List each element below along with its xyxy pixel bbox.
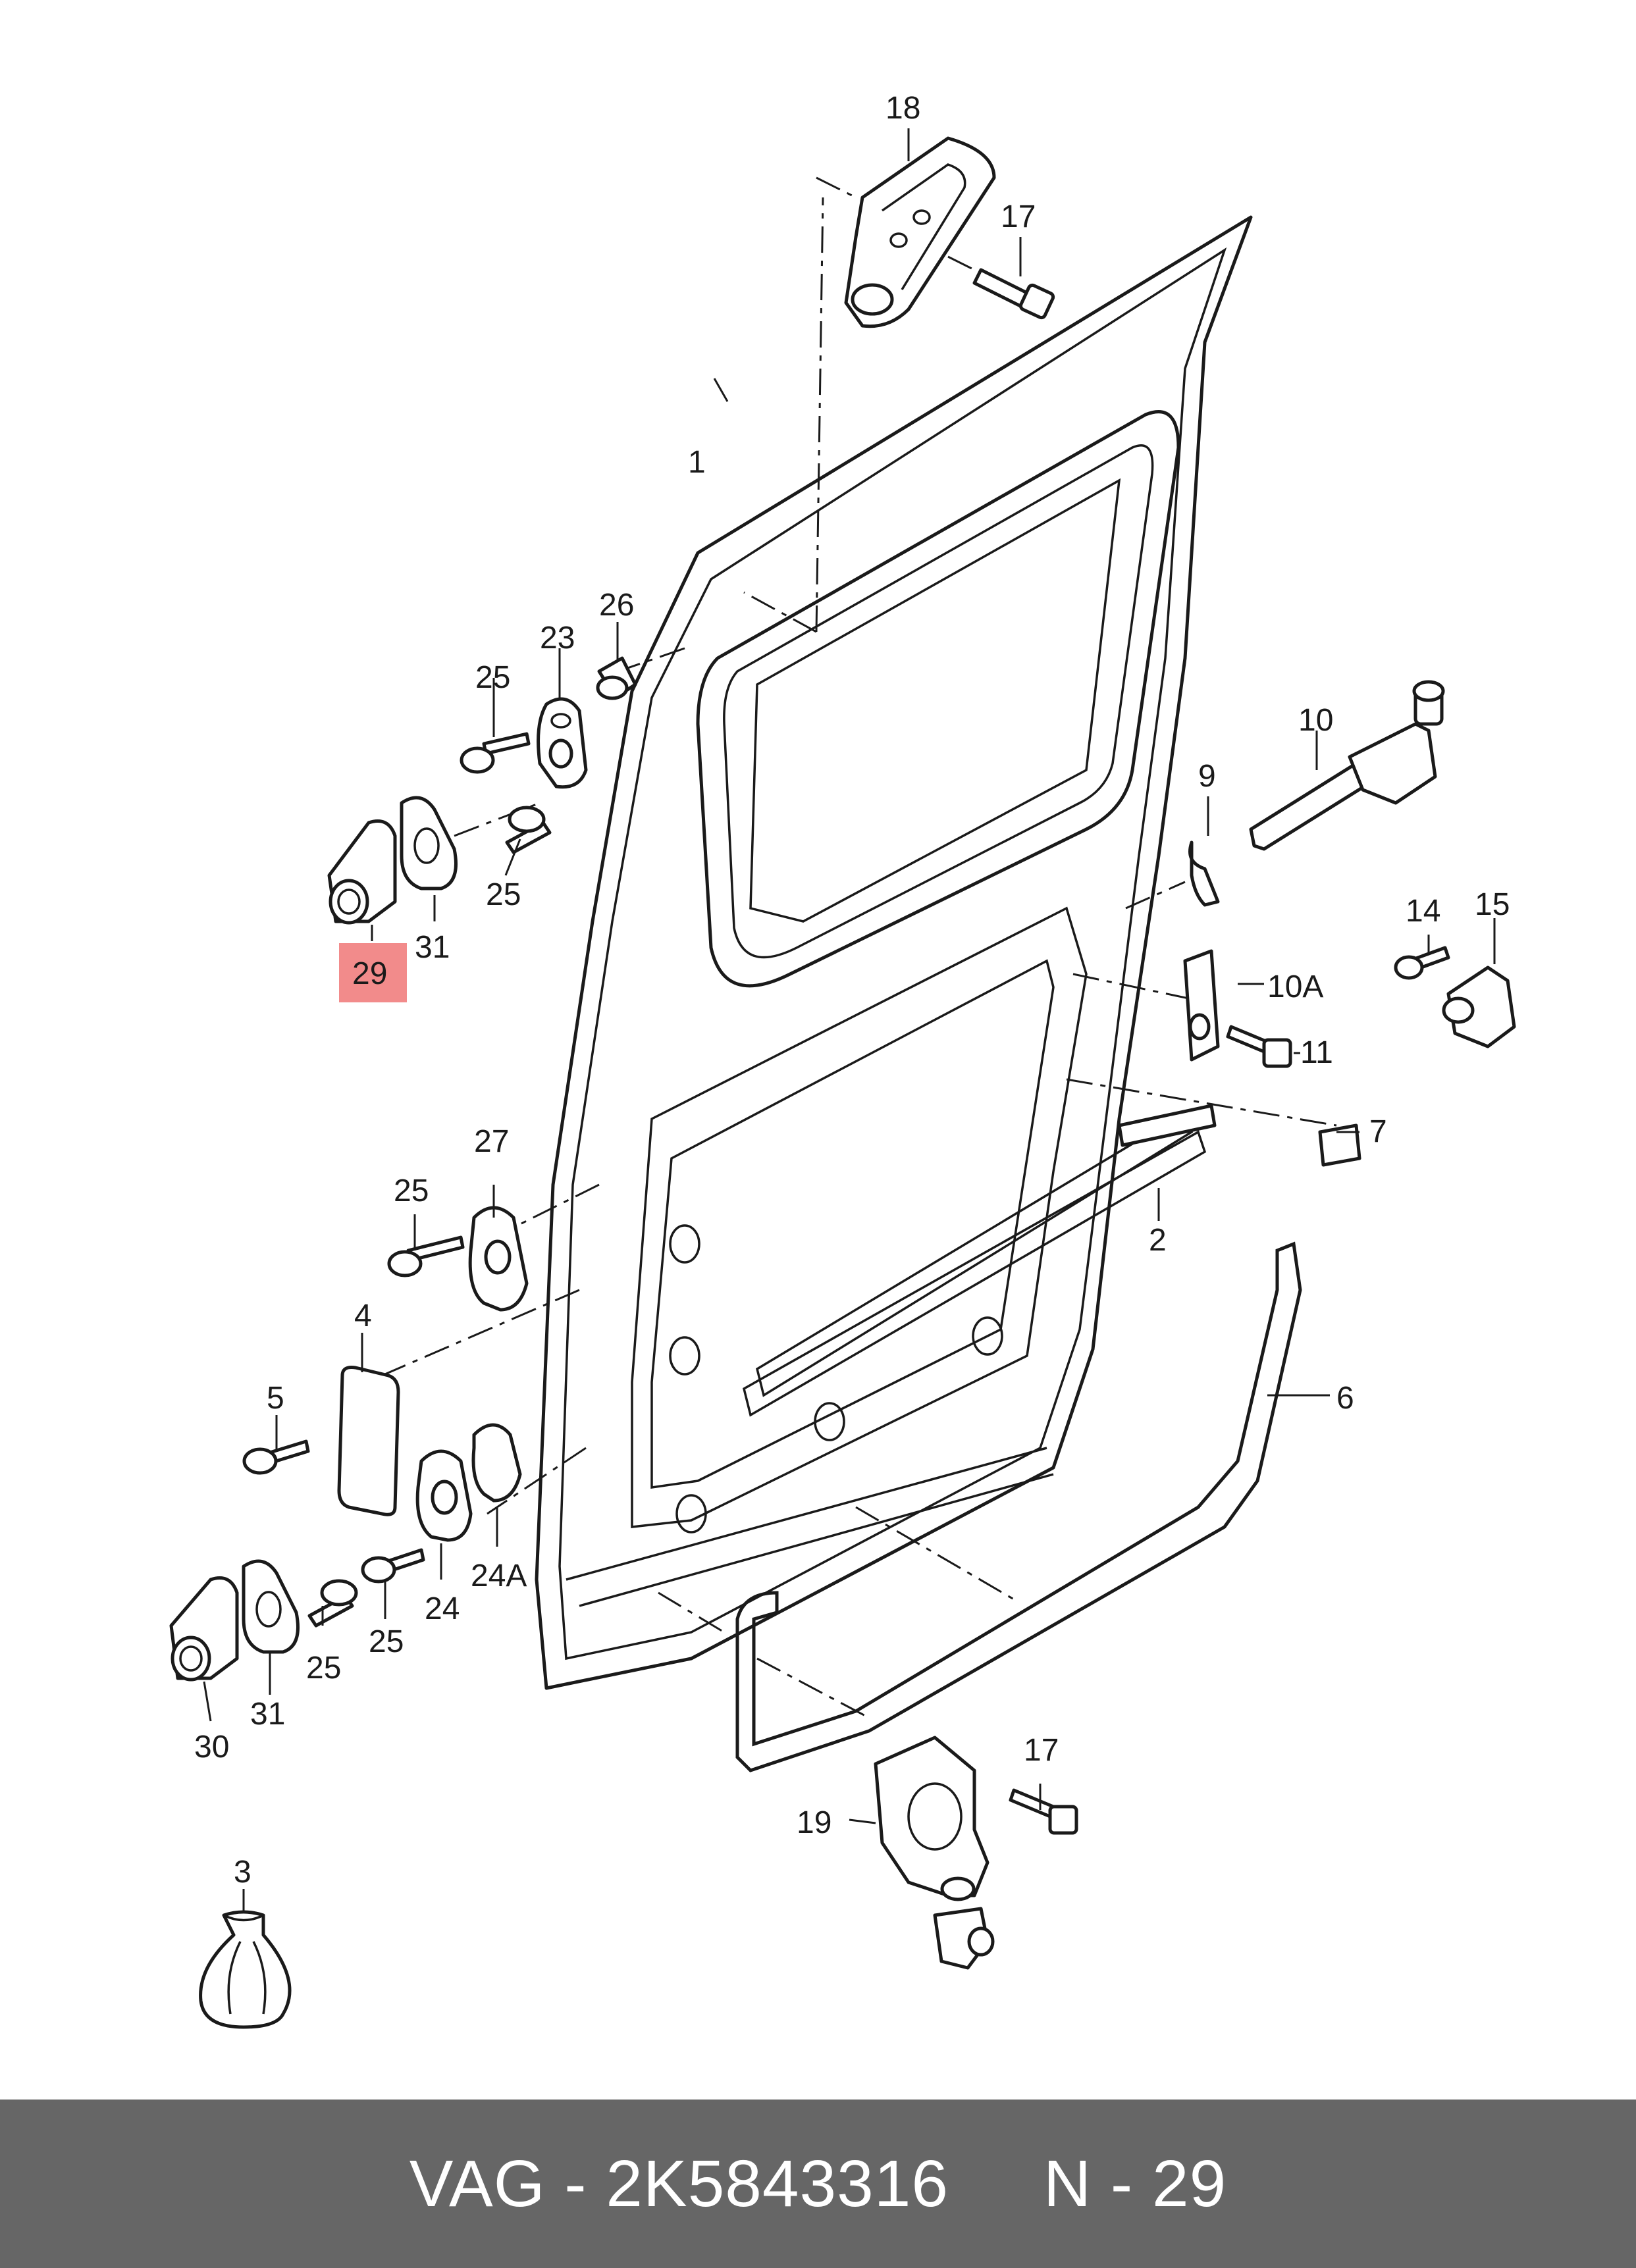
- striker-27-group: [387, 1206, 529, 1312]
- striker-24-group: [361, 1423, 522, 1584]
- door-panel: [535, 215, 1253, 1690]
- cap-29-group: [327, 796, 552, 925]
- callout-31-upper: 31: [415, 930, 450, 965]
- callout-2: 2: [1149, 1223, 1167, 1258]
- callout-11: 11: [1300, 1035, 1333, 1070]
- upper-hinge-bracket: [844, 136, 996, 328]
- exploded-parts-diagram: 1 18 17 26 23 25 25 31 29 9 10 14 15 10A…: [169, 91, 1516, 2029]
- callout-6: 6: [1336, 1381, 1354, 1416]
- stop-14-15: [1394, 946, 1516, 1048]
- callout-29: 29: [352, 956, 387, 991]
- callout-27: 27: [474, 1124, 509, 1159]
- hinge-arm-10: [1188, 680, 1445, 907]
- part-number-footer: VAG - 2K5843316 N - 29: [0, 2100, 1636, 2268]
- callout-24A: 24A: [471, 1559, 527, 1593]
- callout-23: 23: [540, 621, 575, 656]
- callout-31-lower: 31: [250, 1697, 285, 1732]
- leader-lines: [203, 128, 1496, 1912]
- callout-1: 1: [688, 445, 706, 480]
- highlight-29: [339, 943, 407, 1002]
- callout-10A: 10A: [1267, 969, 1323, 1004]
- callout-14: 14: [1406, 894, 1440, 929]
- callout-18: 18: [885, 91, 920, 126]
- callout-26: 26: [599, 588, 634, 623]
- callout-19: 19: [797, 1805, 831, 1840]
- hardware-23-25-26: [460, 656, 637, 789]
- footer-position: N - 29: [1043, 2146, 1227, 2221]
- cap-30-group: [169, 1559, 358, 1682]
- callout-25-d: 25: [369, 1624, 404, 1659]
- callout-25-e: 25: [306, 1651, 341, 1686]
- label-7: [1318, 1123, 1361, 1167]
- callout-17-lower: 17: [1024, 1733, 1059, 1768]
- callout-10: 10: [1298, 703, 1333, 738]
- grease-bag-3: [199, 1910, 292, 2029]
- callout-labels: 1 18 17 26 23 25 25 31 29 9 10 14 15 10A…: [194, 91, 1510, 1890]
- callout-15: 15: [1475, 887, 1510, 922]
- callout-3: 3: [234, 1855, 251, 1890]
- footer-separator: -: [545, 2146, 606, 2221]
- lower-hinge-bracket: [874, 1736, 1078, 1970]
- footer-brand: VAG: [409, 2146, 546, 2221]
- callout-30: 30: [194, 1730, 229, 1765]
- callout-24: 24: [425, 1591, 460, 1626]
- assembly-axes: [381, 176, 1337, 1719]
- bolt-17-upper: [947, 255, 1055, 320]
- callout-25-a: 25: [475, 660, 510, 695]
- sealing-strip: [735, 1241, 1330, 1772]
- sill-trim-2: [1117, 1104, 1217, 1147]
- callout-4: 4: [354, 1299, 372, 1333]
- callout-7: 7: [1369, 1114, 1387, 1149]
- footer-part-number: 2K5843316: [606, 2146, 949, 2221]
- cover-plate-4: [242, 1366, 400, 1516]
- callout-9: 9: [1198, 759, 1216, 794]
- callout-17-upper: 17: [1001, 199, 1036, 234]
- callout-25-c: 25: [394, 1173, 429, 1208]
- latch-10A: [1183, 949, 1292, 1068]
- callout-5: 5: [267, 1381, 284, 1416]
- callout-25-b: 25: [486, 877, 521, 912]
